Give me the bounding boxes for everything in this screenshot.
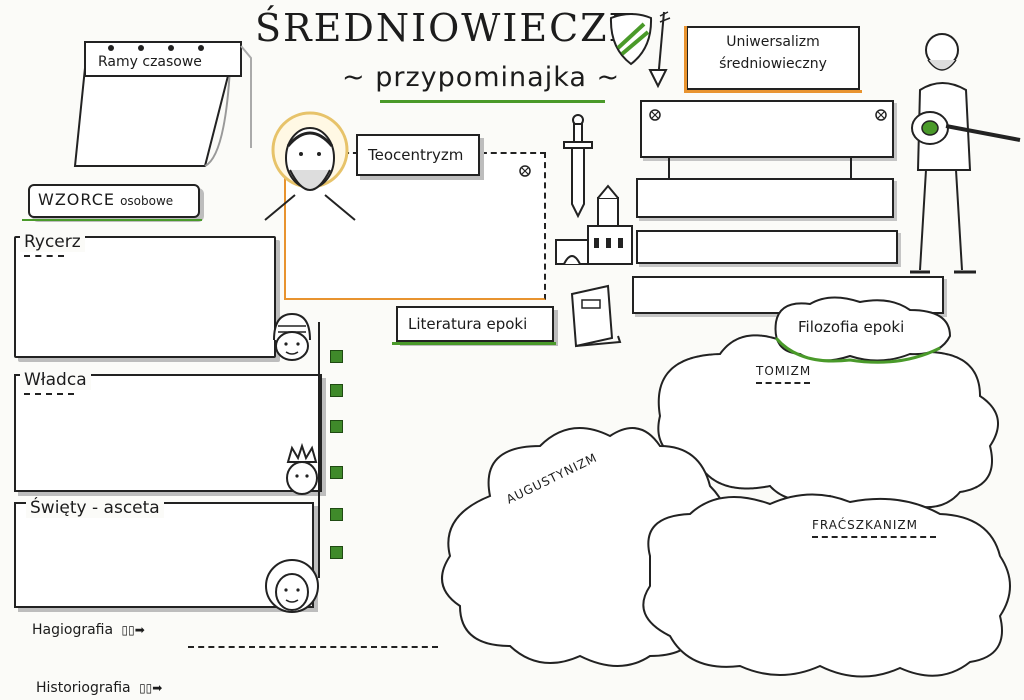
minstrel-figure-icon [910,33,1021,274]
literatura-timeline [318,322,320,578]
literatura-underline [392,342,556,345]
ramy-czasowe-label: Ramy czasowe [98,54,202,70]
hagiografia-label: Hagiografia [32,622,114,638]
christ-figure-icon [264,111,356,221]
bullet-square [330,508,343,521]
rycerz-dash [24,255,64,257]
wzorce-underline [22,219,202,221]
arrow-right-icon: ▯▯➡ [139,681,163,695]
tomizm-label: TOMIZM [756,364,812,378]
bullet-square [330,420,343,433]
philosophy-clouds [441,296,1011,678]
wzorce-osobowe-box: WZORCE osobowe [28,184,200,218]
wzorce-suffix: osobowe [120,194,174,208]
rycerz-title: Rycerz [20,232,85,252]
wladca-title: Władca [20,370,91,390]
pin-icon [649,109,661,121]
tomizm-dash [756,382,810,384]
franciszkanizm-dash [812,536,936,538]
connector [668,158,670,178]
page-title: ŚREDNIOWIECZE [255,6,639,50]
castle-icon [555,184,633,265]
wzorce-label: WZORCE [38,190,115,209]
uniwersalizm-bar-3 [636,230,898,264]
uniwersalizm-underline [684,90,862,93]
teocentryzm-label: Teocentryzm [356,134,480,176]
subtitle-underline [380,100,605,103]
filozofia-label: Filozofia epoki [798,318,905,336]
hagiografia-row: Hagiografia ▯▯➡ [32,622,145,638]
uniwersalizm-line1: Uniwersalizm [726,34,820,50]
knight-head-icon [273,312,311,361]
sword-icon [563,114,593,219]
swiety-title: Święty - asceta [26,498,164,518]
connector [850,158,852,178]
literatura-label: Literatura epoki [396,306,554,342]
arrow-right-icon: ▯▯➡ [121,623,145,637]
swiety-box [14,502,314,608]
bullet-square [330,350,343,363]
saint-head-icon [265,559,319,613]
arrow-icon [648,11,671,89]
bullet-square [330,384,343,397]
uniwersalizm-bar-2 [636,178,894,218]
uniwersalizm-bar-1 [640,100,894,158]
historiografia-label: Historiografia [36,680,131,696]
wladca-dash [24,393,74,395]
pin-icon [875,109,887,121]
shield-icon [609,13,653,66]
franciszkanizm-label: FRAĆSZKANIZM [812,518,918,532]
bullet-square [330,546,343,559]
uniwersalizm-side [684,26,687,92]
page-subtitle: ~ przypominajka ~ [342,62,621,93]
uniwersalizm-box: Uniwersalizm średniowieczny [686,26,860,90]
king-head-icon [286,442,318,495]
wladca-box [14,374,322,492]
uniwersalizm-line2: średniowieczny [719,56,827,72]
book-icon [570,284,622,348]
hagiografia-dash [188,646,438,648]
historiografia-row: Historiografia ▯▯➡ [36,680,162,696]
bullet-square [330,466,343,479]
calendar-icon [73,41,252,167]
pin-icon [519,165,531,177]
